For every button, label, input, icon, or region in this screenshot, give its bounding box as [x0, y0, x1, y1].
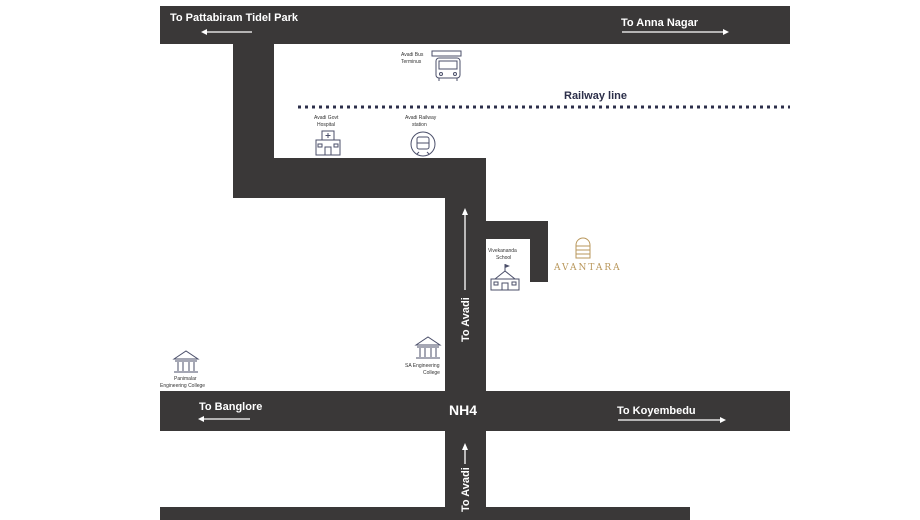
road-bottom: [160, 507, 690, 520]
arrow-up-avadi-lower: [462, 443, 468, 464]
arrow-left-pattabiram: [201, 29, 252, 35]
road-label-banglore: To Banglore: [199, 401, 262, 413]
landmark-sa-engineering: SA Engineering College: [405, 336, 442, 376]
road-middle-horizontal: [233, 158, 485, 198]
arrow-right-anna-nagar: [622, 29, 729, 35]
school-icon: [490, 264, 520, 291]
arrow-right-koyembedu: [618, 417, 726, 423]
road-label-nh4: NH4: [449, 402, 477, 418]
road-label-avadi-upper: To Avadi: [460, 297, 472, 342]
hospital-label-1: Avadi Govt: [314, 115, 339, 121]
railway-station-label-2: station: [412, 122, 427, 128]
landmark-govt-hospital: Avadi Govt Hospital: [314, 115, 341, 156]
road-label-pattabiram: To Pattabiram Tidel Park: [170, 12, 299, 24]
arrow-left-banglore: [198, 416, 250, 422]
road-label-avadi-lower: To Avadi: [460, 467, 472, 512]
bus-terminus-label-2: Terminus: [401, 59, 422, 65]
hospital-label-2: Hospital: [317, 122, 335, 128]
road-nh4: [160, 391, 790, 431]
bus-icon: [431, 50, 462, 81]
railway-label: Railway line: [564, 90, 627, 102]
sa-engineering-label-1: SA Engineering: [405, 363, 440, 369]
panimalar-label-2: Engineering College: [160, 383, 205, 389]
college-icon: [414, 336, 442, 359]
sa-engineering-label-2: College: [423, 370, 440, 376]
landmark-railway-station: Avadi Railway station: [405, 115, 437, 157]
road-network: [160, 6, 790, 520]
road-label-avadi-upper-group: To Avadi: [460, 297, 472, 342]
brand-name: AVANTARA: [553, 263, 622, 273]
train-icon: [410, 131, 436, 157]
hospital-icon: [315, 130, 341, 156]
bus-terminus-label-1: Avadi Bus: [401, 52, 424, 58]
landmark-vivekananda-school: Vivekananda School: [488, 248, 520, 291]
panimalar-label-1: Panimalar: [174, 376, 197, 382]
arrow-up-avadi-upper: [462, 208, 468, 290]
arch-logo-icon: [575, 237, 591, 259]
school-label-1: Vivekananda: [488, 248, 517, 254]
college-icon: [172, 350, 200, 373]
school-label-2: School: [496, 255, 511, 261]
railway-station-label-1: Avadi Railway: [405, 115, 437, 121]
road-label-koyembedu: To Koyembedu: [617, 405, 696, 417]
landmark-panimalar-engineering: Panimalar Engineering College: [160, 350, 205, 389]
road-school-stub-vertical: [530, 221, 548, 282]
landmark-bus-terminus: Avadi Bus Terminus: [401, 50, 462, 81]
road-label-avadi-lower-group: To Avadi: [460, 467, 472, 512]
road-label-anna-nagar: To Anna Nagar: [621, 17, 699, 29]
brand-avantara: AVANTARA: [553, 237, 622, 273]
